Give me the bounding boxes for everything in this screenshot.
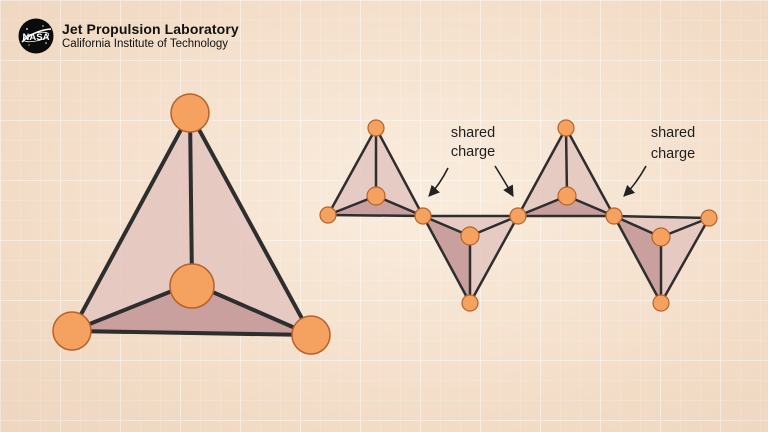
chain-tetrahedron-4 (612, 214, 711, 305)
atom (461, 294, 479, 312)
chain-tetrahedron-1 (326, 126, 425, 218)
atom (700, 209, 718, 227)
chain-tetrahedron-2 (421, 214, 520, 305)
arrow-icon (428, 167, 449, 197)
shared-atom (509, 207, 527, 225)
nasa-logo-icon: NASA (18, 18, 54, 54)
atom (557, 119, 575, 137)
shared-atom (605, 207, 623, 225)
atom (652, 294, 670, 312)
nasa-logo-text: NASA (23, 32, 50, 43)
atom (170, 93, 210, 133)
atom (169, 263, 215, 309)
atom (291, 315, 331, 355)
lab-title: Jet Propulsion Laboratory (62, 20, 239, 37)
tetrahedra-chain (319, 119, 718, 312)
atom (52, 311, 92, 351)
chain-tetrahedron-3 (516, 126, 616, 218)
label-line: shared (451, 125, 495, 141)
arrow-icon (623, 165, 647, 197)
jpl-header: NASA Jet Propulsion Laboratory Californi… (18, 18, 239, 54)
atom (460, 226, 480, 246)
shared-atom (414, 207, 432, 225)
atom (319, 206, 337, 224)
shared-charge-label-1: shared charge (451, 125, 495, 160)
atom (557, 186, 577, 206)
atom (651, 227, 671, 247)
lab-subtitle: California Institute of Technology (62, 37, 228, 50)
arrow-icon (494, 165, 514, 197)
label-line: charge (651, 146, 695, 162)
pointer-arrows (428, 165, 647, 197)
atom (367, 119, 385, 137)
shared-charge-label-2: shared charge (651, 125, 695, 162)
atom (366, 186, 386, 206)
large-tetrahedron (52, 93, 331, 355)
label-line: shared (651, 125, 695, 141)
label-line: charge (451, 144, 495, 160)
